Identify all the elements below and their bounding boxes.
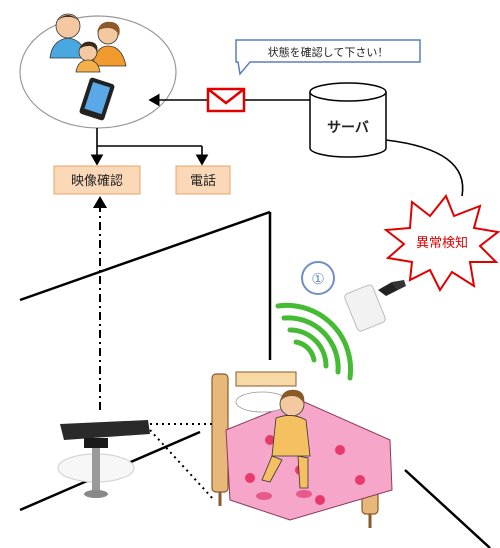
step-marker: ① — [301, 261, 335, 295]
child-figure — [75, 41, 101, 73]
notification-callout: 状態を確認して下さい！ — [235, 39, 421, 76]
server-cylinder: サーバ — [309, 82, 387, 158]
action-video-label: 映像確認 — [71, 173, 123, 189]
action-phone-label: 電話 — [190, 173, 216, 189]
alert-burst: 異常検知 — [383, 194, 500, 292]
camera-to-video-link — [93, 196, 107, 410]
callout-text: 状態を確認して下さい！ — [268, 45, 389, 59]
step-marker-label: ① — [311, 270, 324, 288]
mother-figure — [91, 21, 127, 67]
alert-label: 異常検知 — [416, 235, 468, 251]
family-group — [19, 13, 177, 129]
phone-to-actions-arrows — [90, 128, 209, 166]
kinect-camera-icon — [57, 420, 150, 498]
server-to-alert-curve — [385, 139, 464, 197]
action-video-box: 映像確認 — [53, 165, 141, 195]
smartphone-icon — [79, 77, 115, 121]
wireless-signal-icon — [275, 302, 354, 381]
envelope-icon — [206, 87, 246, 113]
action-phone-box: 電話 — [175, 165, 231, 195]
server-label: サーバ — [327, 120, 369, 136]
sensor-device — [344, 280, 406, 332]
camera-sensing-lines — [149, 423, 215, 501]
bed-with-person — [211, 371, 393, 528]
father-figure — [49, 13, 87, 59]
